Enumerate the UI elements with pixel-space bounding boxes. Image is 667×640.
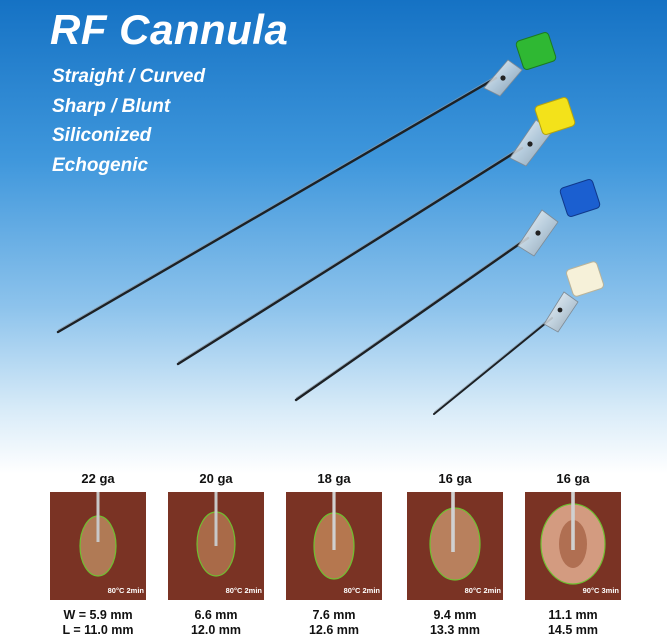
lesion-sample-18ga: 18 ga 80°C 2min 7.6 mm 12.6 mm [279,470,389,638]
lesion-length: 14.5 mm [547,623,599,637]
gauge-label: 18 ga [317,471,351,486]
feature-list: Straight / Curved Sharp / Blunt Siliconi… [52,64,205,182]
feature-item: Sharp / Blunt [52,95,171,117]
lesion-width: 7.6 mm [312,608,356,622]
feature-item: Straight / Curved [52,66,206,87]
lesion-width: W = 5.9 mm [63,608,133,622]
temperature-label: 80°C 2min [465,586,502,595]
page-title: RF Cannula [50,6,289,53]
gauge-label: 16 ga [438,471,472,486]
cannula-illustration [56,32,605,415]
cannula-shaft-highlight [177,145,523,363]
lesion-photo: 90°C 3min [525,492,621,600]
temperature-label: 90°C 3min [583,586,620,595]
temperature-label: 80°C 2min [108,586,145,595]
cannula-blue [294,179,601,402]
lesion-photo: 80°C 2min [407,492,503,600]
cannula-shaft-highlight [433,315,553,413]
hub-cap-green [515,32,557,70]
hub-marker-dot [557,307,563,313]
gauge-label: 20 ga [199,471,233,486]
lesion-photo: 80°C 2min [168,492,264,600]
hub-cap-blue [559,179,601,217]
hub-marker-dot [535,230,541,236]
lesion-width: 11.1 mm [548,608,598,622]
hub-marker-dot [500,75,506,81]
feature-item: Echogenic [52,154,149,176]
hub-marker-dot [527,141,533,147]
cannula-white [433,261,605,415]
temperature-label: 80°C 2min [344,586,381,595]
lesion-length: 12.6 mm [308,623,360,637]
lesion-sample-22ga: 22 ga 80°C 2min W = 5.9 mm L = 11.0 mm [43,470,153,638]
cannula-shaft [56,76,498,334]
temperature-label: 80°C 2min [226,586,263,595]
hub-cap-white [565,261,605,297]
gauge-label: 16 ga [556,471,590,486]
lesion-length: 13.3 mm [429,623,481,637]
lesion-width: 9.4 mm [433,608,477,622]
lesion-length: 12.0 mm [190,623,242,637]
hub-cap-yellow [534,97,576,135]
cannula-shaft-highlight [295,235,529,399]
lesion-sample-20ga: 20 ga 80°C 2min 6.6 mm 12.0 mm [161,470,271,638]
cannula-shaft [294,236,530,402]
cannula-green [56,32,557,334]
lesion-length: L = 11.0 mm [62,623,134,637]
cannula-shaft-highlight [57,75,497,331]
lesion-sample-16ga: 16 ga 80°C 2min 9.4 mm 13.3 mm [400,470,510,638]
lesion-width: 6.6 mm [194,608,238,622]
cannula-shaft [433,317,553,415]
gauge-label: 22 ga [81,471,115,486]
lesion-photo: 80°C 2min [286,492,382,600]
feature-item: Siliconized [52,125,152,146]
lesion-zone [429,507,481,581]
lesion-photo: 80°C 2min [50,492,146,600]
lesion-sample-16ga-90c: 16 ga 90°C 3min 11.1 mm 14.5 mm [518,470,628,638]
cannula-shaft [176,146,524,366]
cannula-yellow [176,97,576,366]
